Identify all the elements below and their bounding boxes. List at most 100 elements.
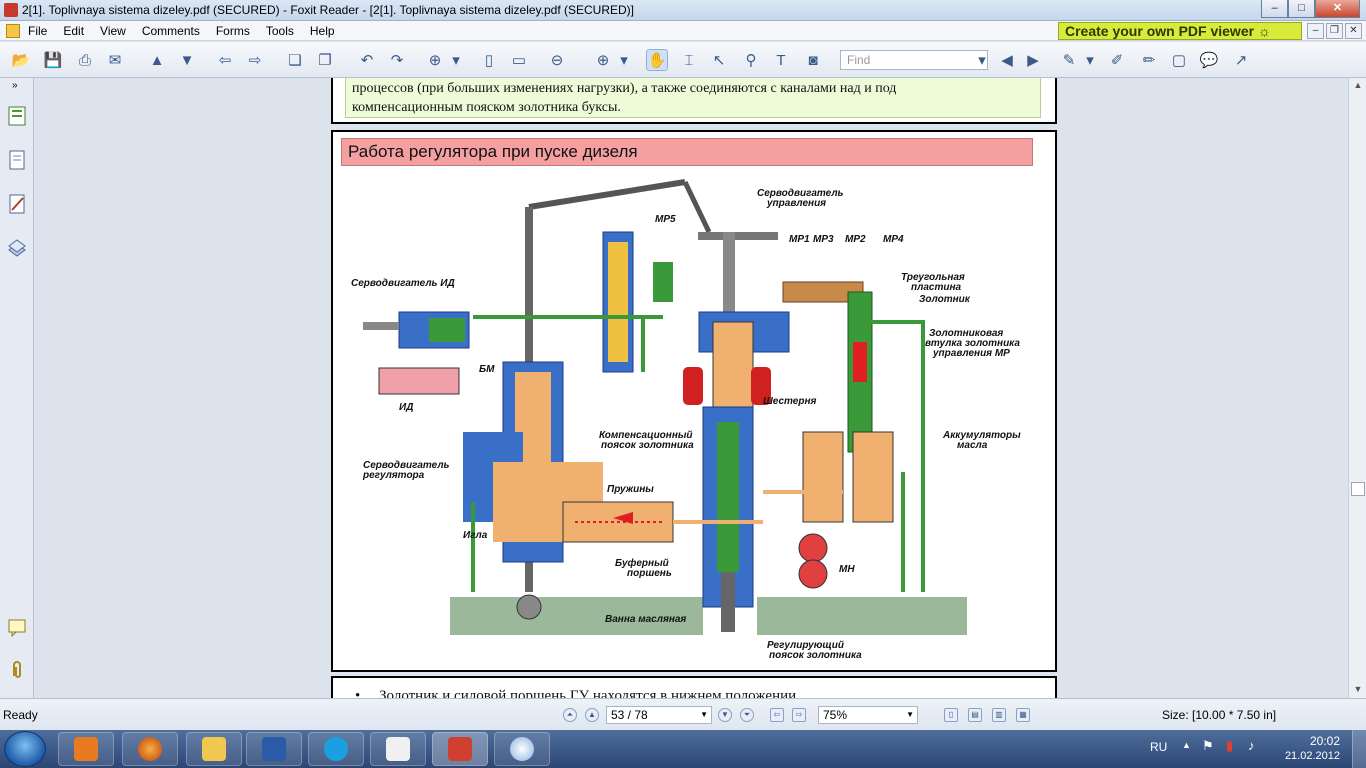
language-indicator[interactable]: RU	[1150, 740, 1168, 754]
typewriter-dropdown-icon[interactable]: ▾	[1086, 52, 1094, 69]
find-next-icon[interactable]: ▶	[1027, 52, 1039, 69]
minimize-button[interactable]: ‒	[1261, 0, 1288, 18]
next-page-nav-icon[interactable]: ▼	[718, 708, 732, 722]
menu-edit[interactable]: Edit	[63, 23, 85, 38]
clock-date[interactable]: 21.02.2012	[1284, 750, 1340, 762]
save-icon[interactable]: 💾	[43, 52, 63, 69]
comments-panel-icon[interactable]	[8, 194, 26, 214]
menu-forms[interactable]: Forms	[215, 23, 250, 38]
network-icon[interactable]: ▮	[1226, 738, 1234, 753]
bookmarks-icon[interactable]	[8, 106, 26, 126]
copy-page-icon[interactable]: ❏	[288, 52, 302, 69]
hand-tool-icon[interactable]: ✋	[646, 49, 668, 71]
servo-id-piston	[429, 318, 465, 342]
taskbar-word[interactable]	[246, 732, 302, 766]
email-icon[interactable]: ✉	[108, 52, 122, 69]
pencil-icon[interactable]: ✏	[1142, 52, 1156, 69]
back-arrow-icon[interactable]: ⇦	[218, 52, 232, 69]
scroll-thumb[interactable]	[1351, 482, 1365, 496]
create-pdf-viewer-ad[interactable]: Create your own PDF viewer ☼	[1058, 22, 1302, 40]
pages-icon[interactable]	[8, 150, 26, 170]
paste-page-icon[interactable]: ❐	[318, 52, 332, 69]
tray-expand-icon[interactable]: ▲	[1182, 740, 1191, 750]
typewriter-icon[interactable]: ✎	[1062, 52, 1076, 69]
last-page-icon[interactable]: ⏷	[740, 708, 754, 722]
scroll-up-icon[interactable]: ▲	[1353, 80, 1363, 90]
text-box-icon[interactable]: ▢	[1171, 52, 1187, 69]
prev-page-icon[interactable]: ▲	[585, 708, 599, 722]
doc-close-button[interactable]: ✕	[1345, 23, 1362, 39]
continuous-facing-icon[interactable]: ▦	[1016, 708, 1030, 722]
page-number-input[interactable]: 53 / 78▼	[606, 706, 712, 724]
previous-page-icon[interactable]: ▲	[149, 51, 165, 69]
start-button[interactable]	[4, 731, 46, 767]
doc-restore-button[interactable]: ❐	[1326, 23, 1343, 39]
taskbar-skype[interactable]	[308, 732, 364, 766]
find-input[interactable]: Find	[840, 50, 988, 70]
document-view[interactable]: процессов (при больших изменениях нагруз…	[34, 78, 1348, 698]
arrow-tool-icon[interactable]: ↗	[1234, 52, 1248, 69]
print-icon[interactable]: ⎙	[78, 51, 91, 69]
find-dropdown-icon[interactable]: ▾	[978, 52, 986, 69]
taskbar-firefox[interactable]	[122, 732, 178, 766]
note-tool-icon[interactable]: ✐	[1110, 52, 1124, 69]
next-page-icon[interactable]: ▼	[179, 51, 195, 69]
fit-width-icon[interactable]: ▭	[511, 52, 527, 69]
clock-time[interactable]: 20:02	[1309, 734, 1340, 748]
zoom-plus-dropdown-icon[interactable]: ▾	[620, 52, 628, 69]
layers-icon[interactable]	[8, 238, 26, 258]
zoom-in-icon[interactable]: ⊕	[428, 52, 442, 69]
maximize-button[interactable]: □	[1288, 0, 1315, 18]
zoom-select[interactable]: 75%▼	[818, 706, 918, 724]
expand-panel-icon[interactable]: »	[12, 80, 18, 91]
label-tri-plate-2: пластина	[911, 282, 961, 293]
menu-comments[interactable]: Comments	[141, 23, 200, 38]
document-window-controls: ‒ ❐ ✕	[1307, 23, 1362, 39]
comment-icon[interactable]: 💬	[1199, 52, 1219, 69]
open-folder-icon[interactable]: 📂	[11, 52, 31, 69]
redo-icon[interactable]: ↷	[390, 52, 404, 69]
forward-view-icon[interactable]: ⇨	[792, 708, 806, 722]
back-view-icon[interactable]: ⇦	[770, 708, 784, 722]
taskbar-paint[interactable]	[494, 732, 550, 766]
find-previous-icon[interactable]: ◀	[1001, 52, 1013, 69]
scroll-down-icon[interactable]: ▼	[1353, 684, 1363, 694]
menu-help[interactable]: Help	[309, 23, 335, 38]
menu-file[interactable]: File	[28, 23, 48, 38]
zoom-out-icon[interactable]: ⊖	[550, 52, 564, 69]
zoom-select-dropdown-icon[interactable]: ▼	[906, 710, 914, 719]
taskbar-media-player[interactable]	[58, 732, 114, 766]
taskbar-foxit[interactable]	[432, 732, 488, 766]
zoom-dropdown-icon[interactable]: ▾	[452, 52, 460, 69]
attachments-icon[interactable]	[8, 660, 26, 680]
first-page-icon[interactable]: ⏶	[563, 708, 577, 722]
show-desktop-button[interactable]	[1352, 730, 1366, 768]
accumulator-right	[852, 431, 894, 523]
forward-arrow-icon[interactable]: ⇨	[248, 52, 262, 69]
select-arrow-icon[interactable]: ↖	[712, 52, 726, 69]
page-dropdown-icon[interactable]: ▼	[700, 710, 708, 719]
fit-page-icon[interactable]: ▯	[484, 52, 494, 69]
continuous-icon[interactable]: ▤	[968, 708, 982, 722]
select-text-icon[interactable]: ⌶	[684, 51, 694, 69]
close-button[interactable]: ✕	[1315, 0, 1360, 18]
action-center-icon[interactable]: ⚑	[1202, 738, 1214, 753]
single-page-icon[interactable]: ▯	[944, 708, 958, 722]
text-select-icon[interactable]: T	[776, 51, 786, 69]
taskbar-explorer[interactable]	[186, 732, 242, 766]
menu-tools[interactable]: Tools	[265, 23, 294, 38]
undo-icon[interactable]: ↶	[360, 52, 374, 69]
facing-icon[interactable]: ▥	[992, 708, 1006, 722]
zoom-plus-icon[interactable]: ⊕	[596, 52, 610, 69]
vertical-scrollbar[interactable]: ▲ ▼	[1348, 78, 1366, 698]
annotations-icon[interactable]	[8, 618, 26, 638]
taskbar-app[interactable]	[370, 732, 426, 766]
document-menu-icon[interactable]	[6, 23, 20, 38]
label-servo-id: Серводвигатель ИД	[351, 278, 455, 289]
binoculars-icon[interactable]: ⚲	[745, 52, 757, 69]
menu-view[interactable]: View	[100, 23, 126, 38]
drive-shaft	[721, 572, 735, 632]
volume-icon[interactable]: ♪	[1248, 738, 1255, 753]
snapshot-icon[interactable]: ◙	[808, 51, 818, 69]
doc-minimize-button[interactable]: ‒	[1307, 23, 1324, 39]
